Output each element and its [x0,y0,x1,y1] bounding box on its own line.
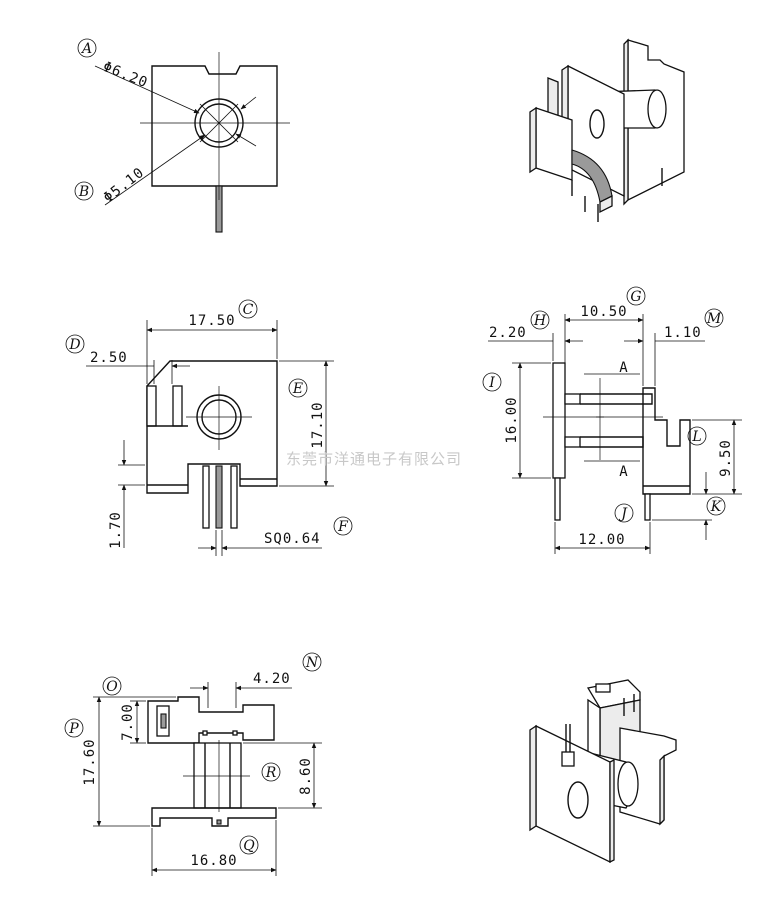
dim-q-width: 16.80 [190,853,237,869]
callout-c: C [243,302,254,318]
dim-h-flange: 2.20 [489,325,527,341]
callout-b: B [78,184,89,200]
callout-p: P [68,721,79,737]
callout-a: A [80,41,92,57]
callout-q: Q [243,838,255,854]
dim-r-height: 8.60 [298,757,314,795]
dim-c-width: 17.50 [188,313,235,329]
iso-view-2 [529,679,677,864]
dim-j-pitch: 12.00 [578,532,625,548]
callout-d: D [68,337,80,353]
callout-b-circle [74,181,94,201]
dim-g-width: 10.50 [580,304,627,320]
dim-p-height: 17.60 [82,738,98,785]
callout-i: I [488,375,495,391]
callout-a-circle [77,38,97,58]
dim-e-height: 17.10 [310,401,326,448]
callout-n: N [305,655,319,671]
dim-l-height: 9.50 [718,439,734,477]
dim-b-diameter: Φ5.10 [101,165,148,207]
top-view: A Φ6.20 B Φ5.10 [74,38,290,233]
callout-k: K [710,499,723,515]
front-view: 17.50 C 2.50 D 17.10 E 1.70 SQ0.64 F [65,299,353,556]
side-view: A A 10.50 G 2.20 H 1.10 M 16.00 I 12.00 [482,286,742,554]
callout-j: J [618,506,628,522]
bottom-view: 4.20 N 7.00 O 17.60 P 16.80 Q 8.60 R [64,652,322,876]
callout-f: F [337,519,349,535]
dim-d-offset: 2.50 [90,350,128,366]
callout-l: L [691,429,701,445]
section-mark-a-bottom: A [619,464,628,480]
callout-h: H [533,313,547,329]
callout-g: G [630,289,641,305]
watermark-text: 东莞市洋通电子有限公司 [286,450,462,468]
section-mark-a-top: A [619,360,628,376]
dim-f-pin-square: SQ0.64 [264,531,321,547]
dim-o-height: 7.00 [120,703,136,741]
dim-n-spacing: 4.20 [253,671,291,687]
dim-m-wall: 1.10 [664,325,702,341]
iso-view-1 [529,38,685,222]
dim-a-diameter: Φ6.20 [101,59,151,91]
callout-m: M [706,311,722,327]
callout-r: R [265,765,277,781]
callout-e: E [292,381,303,397]
dim-i-height: 16.00 [504,396,520,443]
dim-k-pin-standoff: 1.70 [108,511,124,549]
callout-o: O [106,679,118,695]
